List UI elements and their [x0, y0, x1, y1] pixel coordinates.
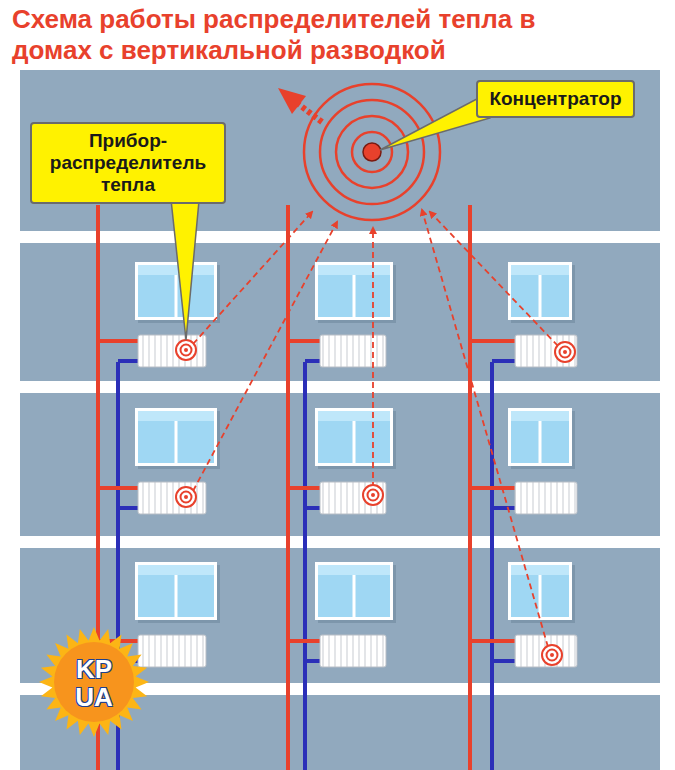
callout-text: Концентратор — [488, 88, 623, 110]
concentrator-callout: Концентратор — [476, 80, 635, 118]
logo-sun — [39, 627, 149, 737]
distributor-callout: Прибор-распределитель тепла — [30, 122, 226, 204]
concentrator-signal — [304, 84, 440, 220]
title: Схема работы распределителей тепла в дом… — [12, 4, 539, 66]
windows — [135, 262, 575, 623]
callout-text: Прибор-распределитель тепла — [42, 130, 214, 196]
radio-links — [193, 210, 558, 647]
heat-distributors — [176, 340, 575, 665]
logo-text: UA — [64, 684, 124, 710]
logo-text: KP — [64, 656, 124, 682]
